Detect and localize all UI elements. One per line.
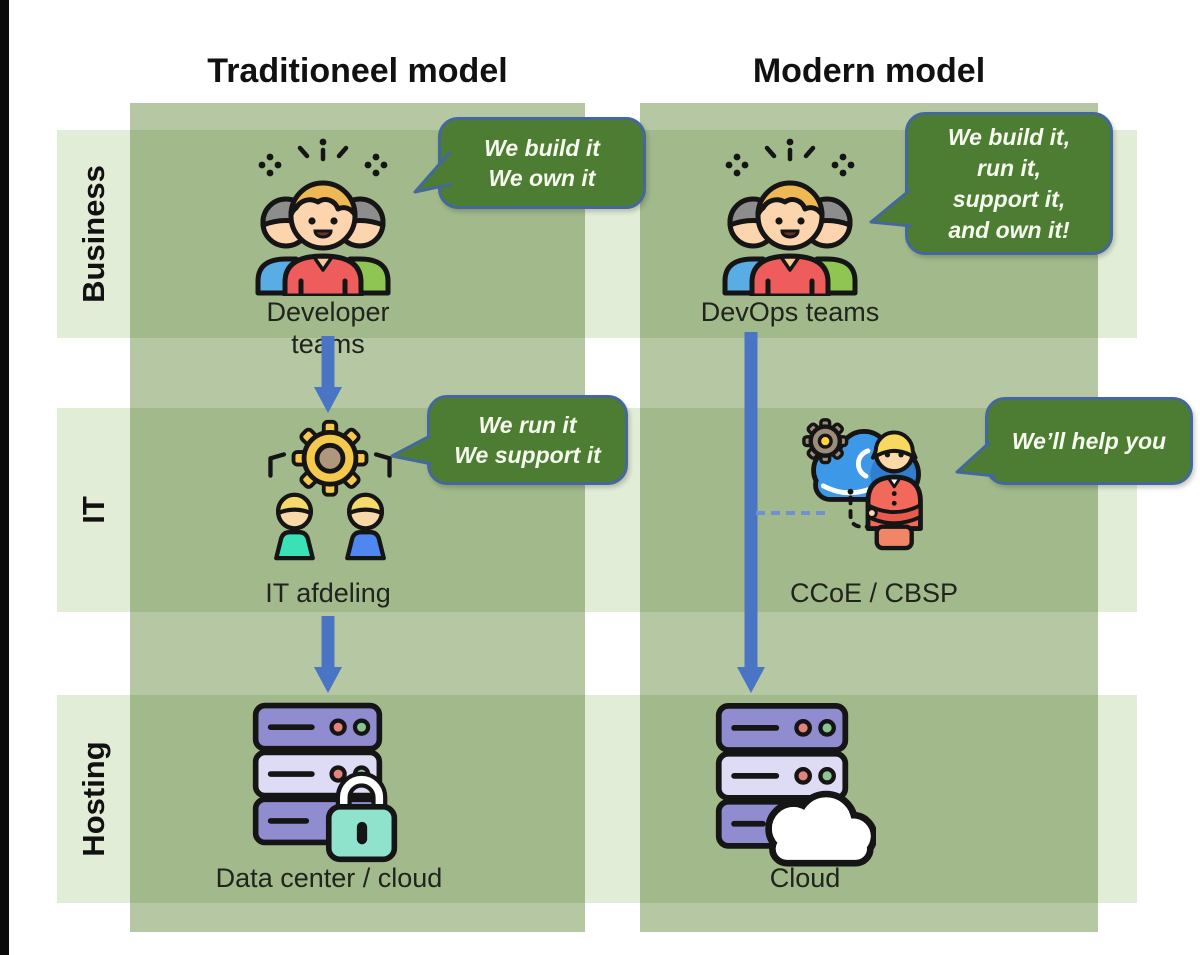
speech-bubble-developer-teams: We build it We own it: [438, 117, 646, 209]
bubble-line: We run it: [478, 412, 577, 438]
bubble-tail: [869, 188, 913, 228]
cloud-icon: [765, 790, 876, 867]
team-icon: [722, 138, 858, 296]
dashed-connector-line: [756, 511, 830, 515]
label-cloud: Cloud: [769, 863, 841, 893]
arrow-down-icon: [314, 336, 342, 413]
team-icon: [255, 138, 391, 296]
bubble-tail: [413, 151, 453, 194]
label-ccoe-cbsp: CCoE / CBSP: [789, 578, 959, 608]
bubble-line: support it,: [952, 185, 1066, 212]
arrow-down-long-icon: [737, 332, 765, 693]
gear-icon: [291, 419, 369, 497]
icon-dashed-link: [848, 495, 874, 529]
speech-bubble-devops-teams: We build it, run it, support it, and own…: [905, 112, 1113, 255]
sparkles-icon: [258, 138, 388, 177]
row-label-it: IT: [76, 496, 111, 524]
label-developer-teams: Developer teams: [266, 297, 390, 359]
gear-team-icon: [268, 419, 392, 561]
bubble-line: We support it: [454, 442, 601, 468]
label-devops-teams: DevOps teams: [700, 297, 880, 327]
bubble-tail: [390, 434, 433, 466]
bubble-line: We’ll help you: [1011, 428, 1167, 454]
speech-bubble-it-afdeling: We run it We support it: [427, 395, 628, 485]
bubble-line: We build it,: [947, 123, 1071, 150]
focus-brackets: [268, 452, 392, 478]
gear-icon: [802, 418, 849, 465]
sparkles-icon: [725, 138, 855, 177]
row-label-business: Business: [76, 165, 111, 303]
row-label-hosting: Hosting: [76, 741, 111, 857]
title-modern-model: Modern model: [752, 52, 986, 90]
speech-bubble-ccoe: We’ll help you: [985, 397, 1193, 485]
server-cloud-icon: [715, 702, 876, 867]
label-data-center-cloud: Data center / cloud: [215, 863, 443, 893]
label-it-afdeling: IT afdeling: [265, 578, 391, 608]
bubble-line: and own it!: [948, 216, 1070, 243]
lock-icon: [325, 771, 398, 863]
title-traditional-model: Traditioneel model: [207, 52, 508, 90]
bubble-line: We build it: [484, 135, 600, 161]
bubble-line: run it,: [977, 154, 1041, 181]
server-lock-icon: [252, 702, 398, 863]
left-edge-bar: [0, 0, 9, 955]
cloud-gear-person-icon: [802, 418, 923, 551]
arrow-down-icon: [314, 616, 342, 693]
bubble-tail: [955, 440, 997, 478]
bubble-line: We own it: [488, 165, 596, 191]
person-icon: [865, 430, 923, 551]
